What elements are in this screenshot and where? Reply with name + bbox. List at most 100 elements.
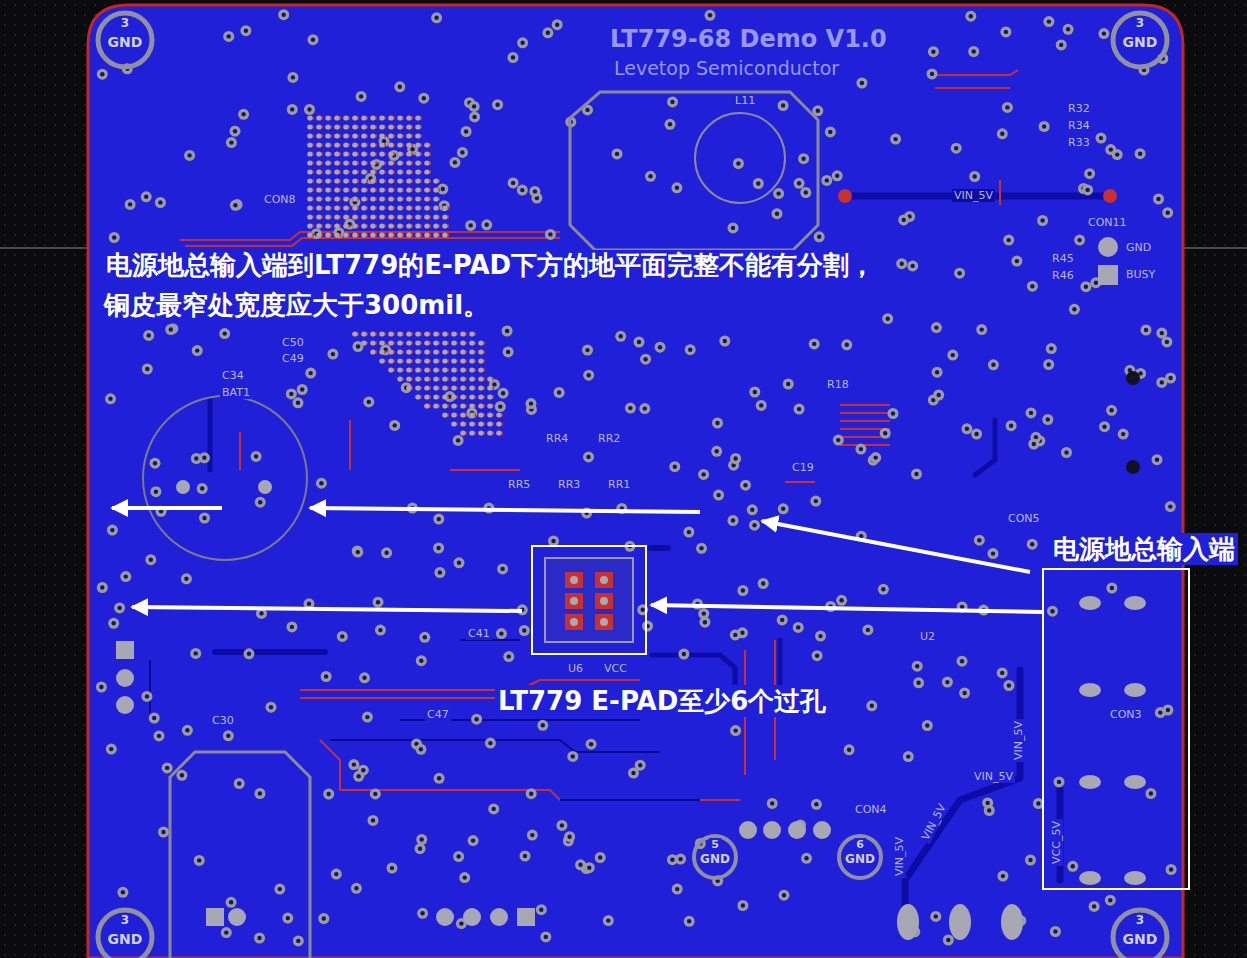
fanout-via <box>406 124 413 129</box>
fanout-via <box>370 133 377 138</box>
pcb-graphic <box>643 406 647 410</box>
pcb-graphic <box>354 886 358 890</box>
fanout-via <box>334 160 341 165</box>
pcb-graphic <box>451 358 456 363</box>
pcb-graphic <box>485 738 496 749</box>
via <box>974 535 985 546</box>
pcb-graphic <box>155 197 166 208</box>
via <box>545 229 556 240</box>
via <box>669 461 680 472</box>
via <box>712 418 723 429</box>
pcb-graphic <box>937 393 941 397</box>
pcb-graphic <box>1005 105 1009 109</box>
pcb-graphic <box>1042 124 1046 128</box>
via <box>498 388 509 399</box>
fanout-via <box>343 160 350 165</box>
pcb-graphic <box>635 760 646 771</box>
pcb-graphic <box>675 186 679 190</box>
via <box>190 648 201 659</box>
pcb-graphic <box>433 223 438 228</box>
via <box>928 46 939 57</box>
vias <box>96 9 1177 946</box>
pcb-graphic <box>388 133 393 138</box>
fanout-via <box>397 187 404 192</box>
pcb-graphic <box>544 935 548 939</box>
pcb-graphic <box>334 872 338 876</box>
pcb-graphic <box>305 368 316 379</box>
pcb-graphic <box>184 150 195 161</box>
pcb-graphic <box>1135 148 1146 159</box>
fanout-via <box>316 151 323 156</box>
pcb-graphic <box>836 438 840 442</box>
pcb-graphic <box>478 358 483 363</box>
pcb-graphic <box>286 388 297 399</box>
pcb-graphic <box>361 151 366 156</box>
fanout-via <box>334 133 341 138</box>
via <box>1155 707 1166 718</box>
pcb-graphic <box>442 214 447 219</box>
pcb-graphic <box>361 178 366 183</box>
pcb-graphic <box>699 617 710 628</box>
pcb-graphic <box>397 178 402 183</box>
pcb-graphic <box>169 327 173 331</box>
pcb-graphic <box>237 781 241 785</box>
pcb-graphic <box>254 454 258 458</box>
fanout-via <box>352 178 359 183</box>
via <box>1074 235 1085 246</box>
via <box>226 137 237 148</box>
pcb-graphic <box>796 625 800 629</box>
pcb-graphic <box>1085 188 1089 192</box>
via <box>287 104 298 115</box>
fanout-via <box>370 169 377 174</box>
pcb-graphic <box>327 792 331 796</box>
pcb-graphic <box>307 107 311 111</box>
via <box>890 134 901 145</box>
pcb-graphic <box>797 407 801 411</box>
pcb-graphic <box>971 429 982 440</box>
pcb-graphic <box>498 388 509 399</box>
pcb-graphic <box>316 205 321 210</box>
via <box>603 915 614 926</box>
pcb-graphic <box>439 200 450 211</box>
pcb-graphic <box>1141 325 1152 336</box>
via <box>323 789 334 800</box>
pcb-graphic <box>97 69 108 80</box>
fanout-via <box>334 124 341 129</box>
pcb-graphic <box>655 342 666 353</box>
pcb-graphic <box>307 187 312 192</box>
pcb-graphic <box>499 631 503 635</box>
pcb-graphic <box>379 349 384 354</box>
pcb-graphic <box>416 834 427 845</box>
via <box>841 339 852 350</box>
pcb-graphic <box>379 115 384 120</box>
pcb-graphic <box>511 181 515 185</box>
via <box>810 496 821 507</box>
pcb-graphic <box>334 232 339 237</box>
pcb-graphic <box>492 807 496 811</box>
pcb-graphic <box>947 350 958 361</box>
pcb-graphic <box>165 766 169 770</box>
fanout-via <box>361 196 368 201</box>
pcb-graphic <box>469 349 474 354</box>
pcb-graphic <box>1105 895 1116 906</box>
fanout-via <box>406 205 413 210</box>
pcb-graphic <box>420 837 424 841</box>
pcb-graphic <box>381 547 392 558</box>
pcb-graphic <box>672 884 683 895</box>
pcb-graphic <box>388 205 393 210</box>
via <box>417 908 428 919</box>
pcb-graphic <box>1049 346 1053 350</box>
pcb-graphic <box>1003 235 1014 246</box>
via <box>997 128 1008 139</box>
via <box>485 738 496 749</box>
pcb-graphic <box>185 728 189 732</box>
pcb-graphic <box>539 908 543 912</box>
pcb-graphic <box>112 235 116 239</box>
pcb-graphic <box>821 175 832 186</box>
via <box>529 186 540 197</box>
pcb-graphic <box>890 134 901 145</box>
pcb-graphic <box>586 455 590 459</box>
fanout-via <box>442 214 449 219</box>
pcb-graphic <box>97 582 108 593</box>
pcb-graphic <box>761 581 765 585</box>
